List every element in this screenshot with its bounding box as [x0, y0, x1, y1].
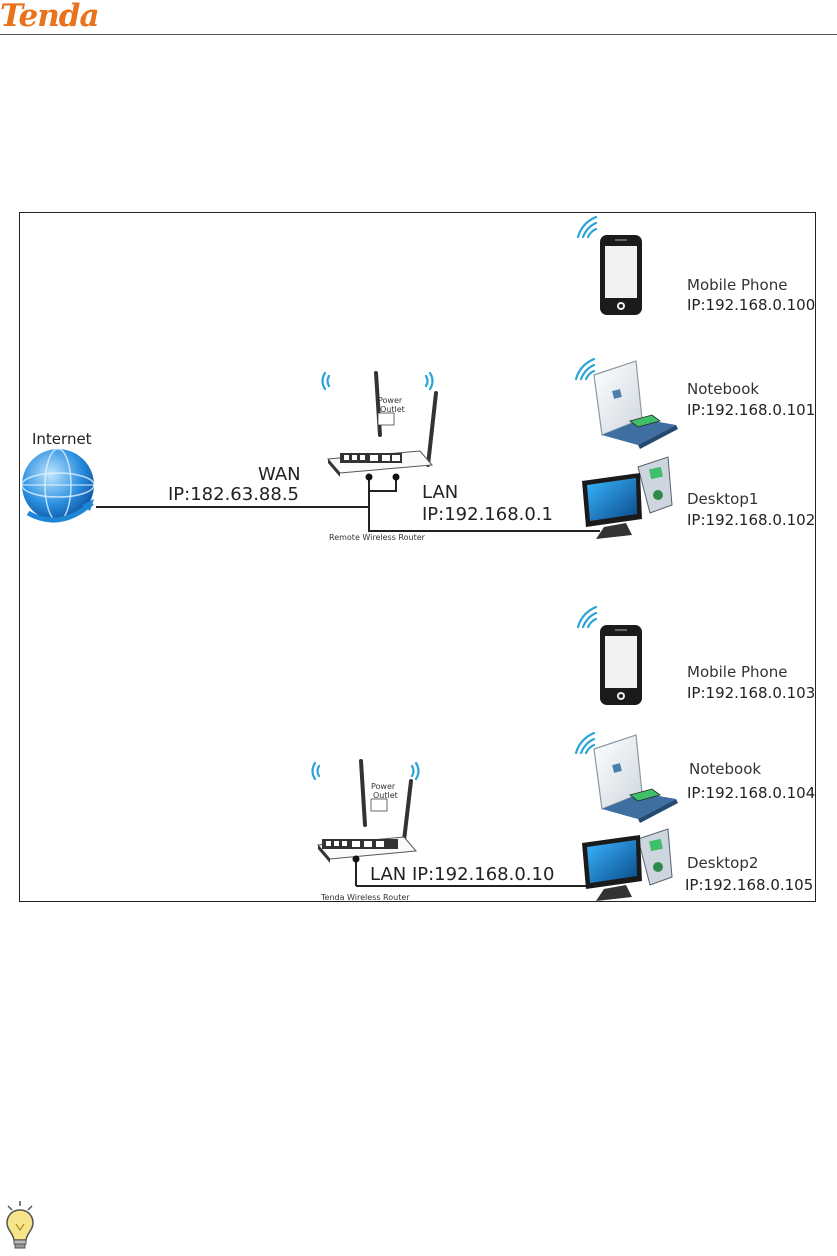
- wifi-icon: [574, 731, 596, 755]
- network-diagram: Internet WAN IP:182.63.88.5 Power Outlet…: [19, 212, 816, 902]
- router-icon: [316, 759, 418, 863]
- device-ip: IP:192.168.0.101: [687, 401, 816, 419]
- notebook-icon: [593, 734, 678, 823]
- wan-ip: IP:182.63.88.5: [168, 484, 300, 505]
- device-name: Notebook: [689, 760, 762, 778]
- device-name: Desktop1: [687, 490, 759, 508]
- brand-logo: Tenda: [0, 0, 100, 34]
- lightbulb-icon: [6, 1201, 34, 1249]
- wifi-icon: [576, 605, 598, 629]
- device-ip: IP:192.168.0.103: [687, 684, 816, 702]
- router-port-label: Power: [371, 782, 396, 791]
- notebook-icon: [593, 360, 678, 449]
- device-ip: IP:192.168.0.102: [687, 511, 816, 529]
- device-ip: IP:192.168.0.104: [687, 784, 816, 802]
- globe-icon: [21, 448, 95, 523]
- router-icon: [326, 371, 438, 481]
- local-router-caption: Tenda Wireless Router: [321, 893, 410, 902]
- mobile-phone-icon: [600, 235, 642, 315]
- router-port-label: Power: [378, 396, 403, 405]
- wifi-icon: [321, 371, 434, 391]
- wan-label: WAN: [258, 464, 301, 485]
- device-name: Mobile Phone: [687, 663, 788, 681]
- header-divider: [0, 34, 837, 35]
- remote-lan-cable: [368, 477, 600, 532]
- desktop-icon: [582, 456, 673, 539]
- internet-label: Internet: [32, 430, 92, 448]
- wifi-icon: [311, 761, 420, 781]
- device-ip: IP:192.168.0.100: [687, 296, 816, 314]
- device-name: Notebook: [687, 380, 760, 398]
- remote-router-caption: Remote Wireless Router: [329, 533, 425, 542]
- device-ip: IP:192.168.0.105: [685, 876, 814, 894]
- device-name: Desktop2: [687, 854, 759, 872]
- router-port-label: Outlet: [373, 791, 398, 800]
- mobile-phone-icon: [600, 625, 642, 705]
- local-lan-label: LAN IP:192.168.0.10: [370, 864, 555, 885]
- remote-lan-label: LAN: [422, 482, 459, 503]
- diagram-canvas: [21, 215, 678, 901]
- router-port-label: Outlet: [380, 405, 405, 414]
- desktop-icon: [582, 828, 673, 901]
- wifi-icon: [574, 357, 596, 381]
- wifi-icon: [576, 215, 598, 239]
- remote-lan-ip: IP:192.168.0.1: [422, 504, 554, 525]
- device-name: Mobile Phone: [687, 276, 788, 294]
